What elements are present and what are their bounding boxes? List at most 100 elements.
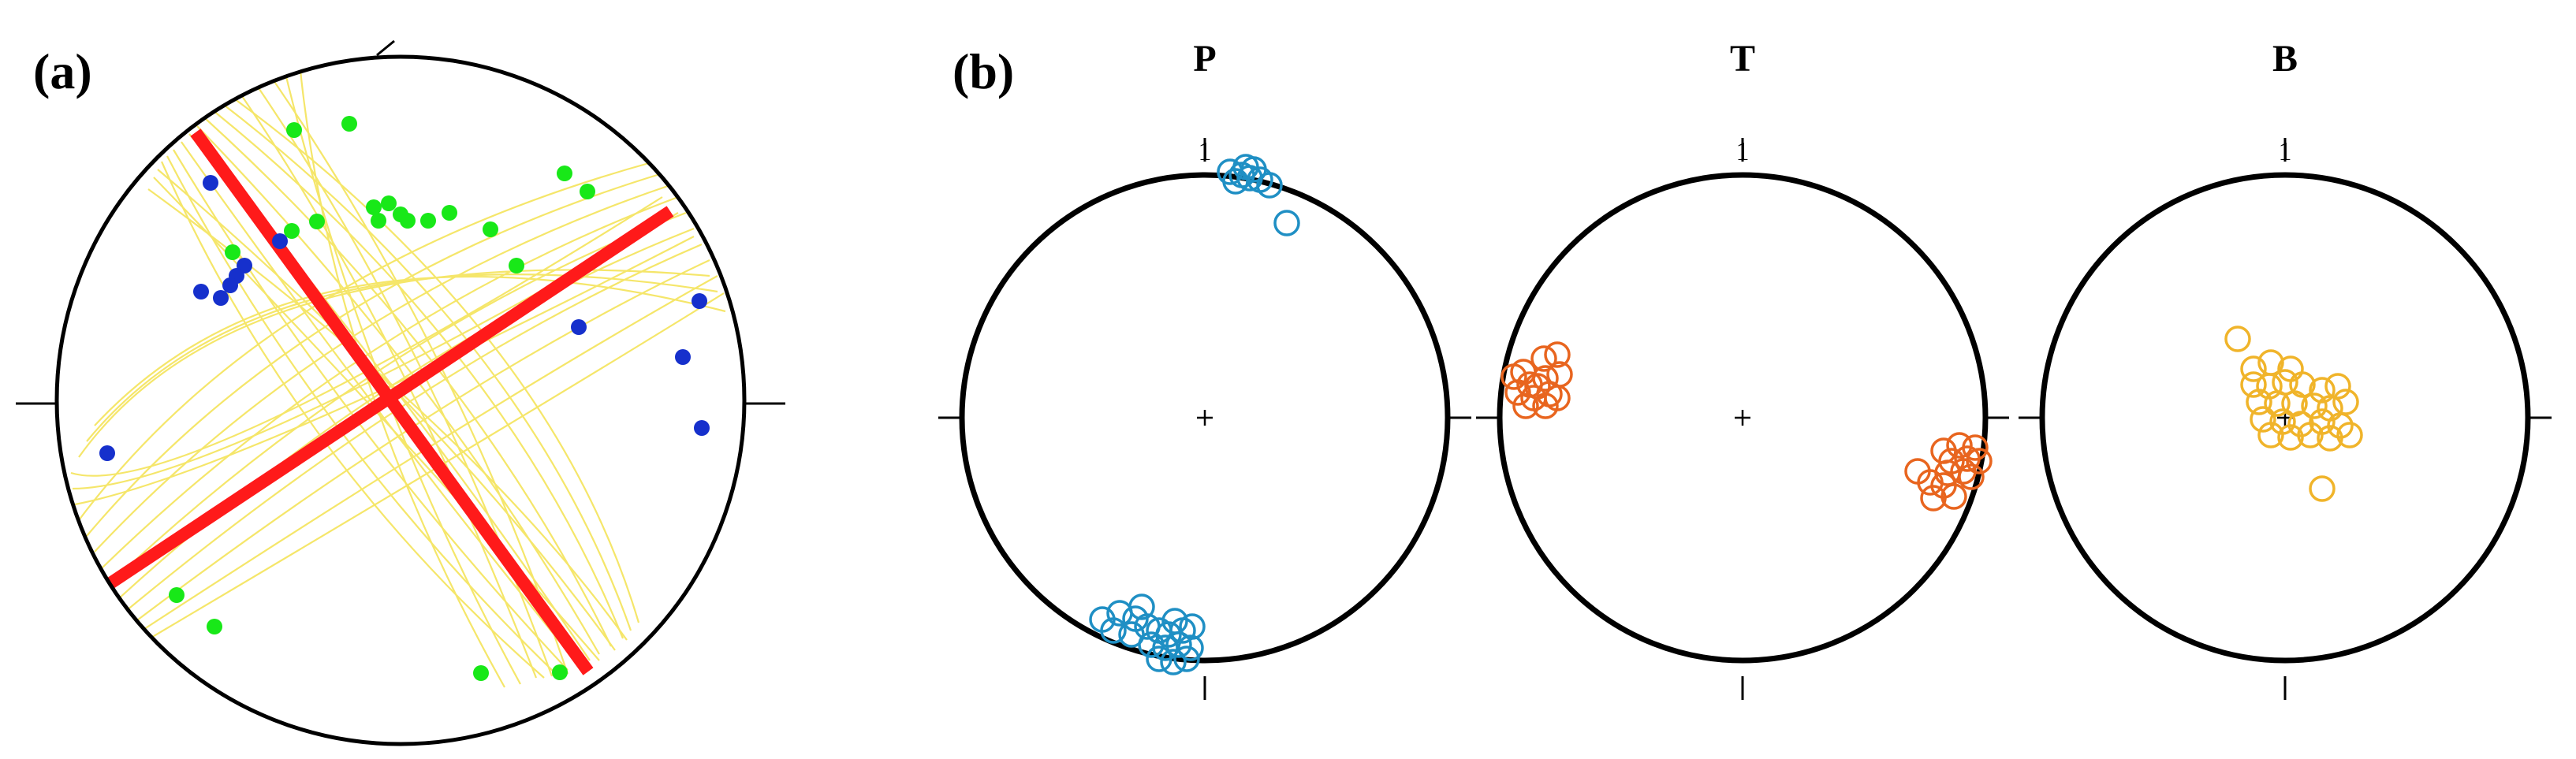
- green-point: [557, 166, 572, 181]
- fault-plane-arc: [282, 66, 521, 685]
- green-point: [509, 258, 524, 273]
- panel-b-label: (b): [952, 43, 1014, 99]
- b-axis-point: [2240, 355, 2267, 382]
- green-point: [580, 184, 595, 199]
- green-point: [552, 664, 568, 680]
- b-axis-point: [2336, 422, 2363, 448]
- fault-plane-arc: [94, 184, 671, 553]
- p-axis-point: [1177, 634, 1204, 661]
- fault-plane-arc: [141, 275, 718, 631]
- principal-plane-ne-sw: [106, 206, 674, 589]
- panel-a-north-mark: [376, 39, 395, 57]
- green-point: [420, 213, 436, 229]
- net-b-title: B: [2272, 38, 2298, 80]
- t-axis-point: [1500, 363, 1527, 390]
- t-axis-point: [1904, 458, 1931, 485]
- p-axis-point: [1146, 646, 1172, 672]
- green-point: [341, 116, 357, 132]
- p-axis-point: [1173, 646, 1200, 672]
- t-axis-point: [1954, 445, 1981, 472]
- fault-plane-arc: [86, 273, 718, 442]
- t-axis-point: [1544, 341, 1571, 368]
- green-point: [371, 213, 386, 229]
- fault-plane-arc: [74, 236, 695, 506]
- fault-plane-arc: [149, 292, 725, 639]
- net-b-primitive-circle: [2039, 172, 2531, 664]
- t-axis-point: [1530, 345, 1557, 372]
- p-axis-point: [1273, 210, 1300, 236]
- b-axis-point: [2317, 425, 2343, 452]
- t-axes-points: [1500, 341, 1993, 512]
- green-point: [473, 665, 489, 681]
- panel-a: (a): [16, 39, 785, 746]
- blue-point: [694, 420, 710, 436]
- p-axis-point: [1160, 649, 1187, 675]
- b-axis-point: [2257, 422, 2284, 448]
- fault-plane-arc: [157, 169, 616, 651]
- net-t: T 1: [1476, 38, 2009, 700]
- green-point: [400, 213, 416, 229]
- blue-point: [222, 277, 238, 293]
- green-points: [169, 116, 595, 681]
- p-axis-point: [1128, 593, 1155, 620]
- net-b: B 1: [2019, 38, 2552, 700]
- fault-plane-arc: [133, 259, 710, 623]
- green-point: [309, 214, 325, 229]
- blue-point: [99, 445, 115, 461]
- blue-point: [692, 293, 707, 309]
- green-point: [169, 587, 185, 603]
- green-point: [366, 199, 382, 215]
- panel-b: (b) P 1: [938, 38, 2552, 700]
- fault-plane-arc: [212, 110, 624, 639]
- fault-plane-arc: [102, 195, 679, 568]
- p-axes-points: [1089, 154, 1300, 675]
- net-p: P 1: [938, 38, 1471, 700]
- t-axis-point: [1512, 393, 1539, 419]
- b-axis-point: [2277, 424, 2304, 451]
- b-axis-point: [2224, 326, 2251, 352]
- blue-points: [99, 175, 710, 461]
- t-axis-point: [1544, 385, 1571, 411]
- fault-plane-arc: [110, 211, 687, 584]
- blue-point: [272, 233, 288, 249]
- panel-a-primitive-circle: [54, 54, 747, 746]
- net-t-primitive-circle: [1497, 172, 1989, 664]
- fault-plane-arc: [78, 269, 710, 458]
- blue-point: [675, 349, 691, 365]
- panel-a-label: (a): [33, 43, 92, 99]
- b-axis-point: [2240, 371, 2267, 398]
- p-axis-point: [1161, 608, 1188, 634]
- net-p-primitive-circle: [959, 172, 1451, 664]
- t-axis-point: [1920, 485, 1947, 512]
- fault-plane-arc: [220, 102, 632, 631]
- green-point: [381, 195, 397, 211]
- b-axis-point: [2250, 406, 2276, 433]
- fault-plane-arc: [125, 243, 703, 612]
- p-axis-point: [1232, 154, 1259, 180]
- fault-plane-arc: [252, 78, 554, 677]
- green-point: [483, 221, 498, 237]
- p-axis-point: [1138, 631, 1165, 658]
- b-axes-points: [2224, 326, 2363, 502]
- blue-point: [213, 290, 229, 306]
- t-axis-point: [1532, 365, 1559, 392]
- b-axis-point: [2301, 393, 2328, 419]
- t-axis-point: [1958, 463, 1985, 490]
- b-axis-point: [2309, 377, 2336, 404]
- p-axis-point: [1100, 617, 1127, 644]
- b-axis-point: [2309, 475, 2336, 502]
- green-point: [207, 619, 222, 634]
- green-point: [225, 244, 240, 260]
- blue-point: [193, 284, 209, 300]
- t-axis-point: [1946, 432, 1973, 459]
- blue-point: [203, 175, 218, 191]
- green-point: [284, 223, 300, 239]
- fault-plane-arc: [228, 94, 640, 623]
- green-point: [286, 122, 302, 138]
- green-point: [442, 205, 457, 221]
- p-axis-point: [1179, 613, 1206, 640]
- b-axis-point: [2246, 389, 2272, 415]
- t-axis-point: [1940, 483, 1967, 510]
- fault-plane-arc: [236, 87, 538, 679]
